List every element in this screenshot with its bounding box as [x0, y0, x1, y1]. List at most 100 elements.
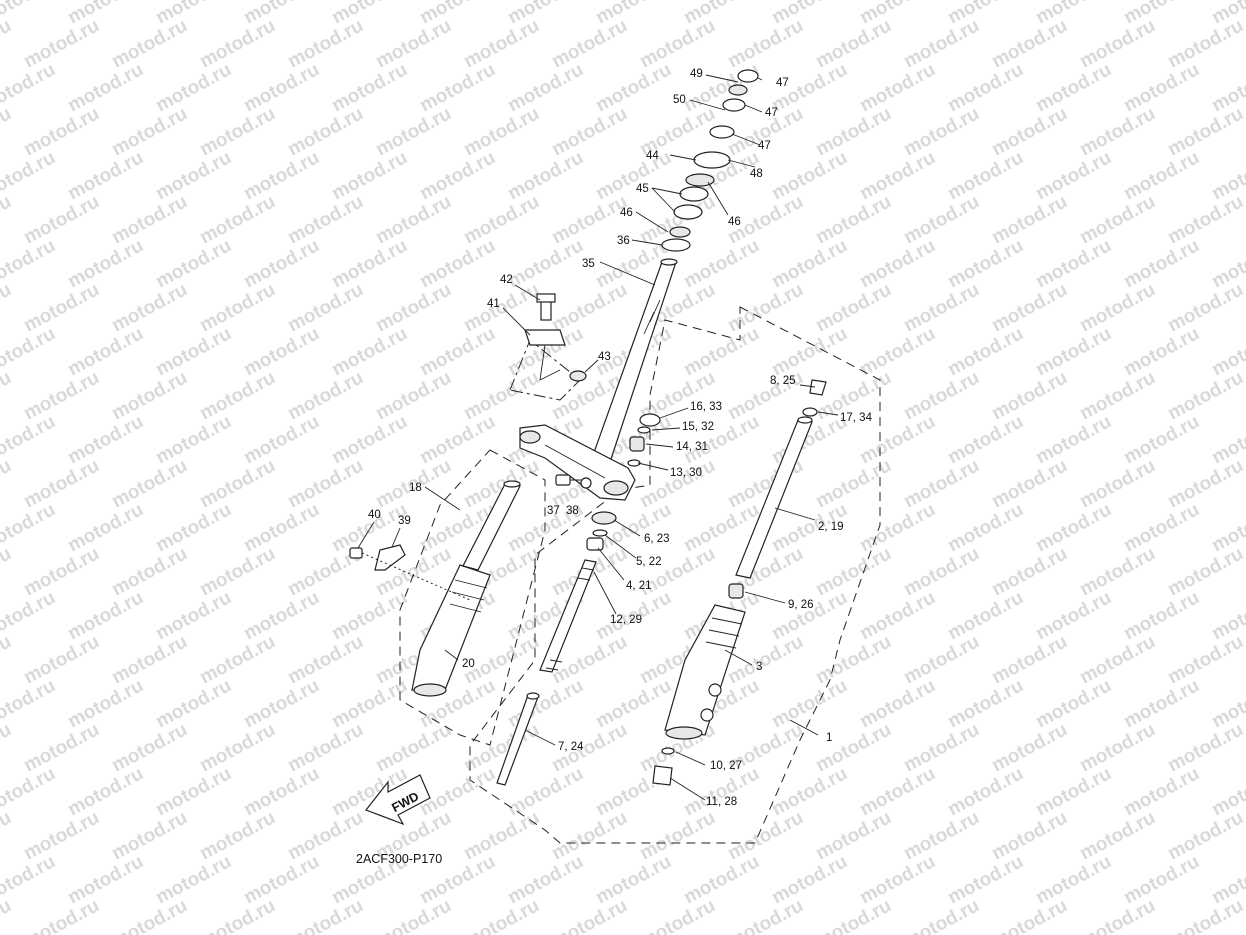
watermark-text: motod.ru	[284, 191, 367, 248]
label-11-28: 11, 28	[706, 796, 737, 808]
label-50: 50	[673, 94, 686, 106]
cap-bolt-8	[809, 379, 827, 396]
label-20: 20	[462, 658, 475, 670]
label-14-31: 14, 31	[676, 441, 708, 453]
watermark-text: motod.ru	[372, 719, 455, 776]
watermark-text: motod.ru	[900, 367, 983, 424]
watermark-text: motod.ru	[196, 103, 279, 160]
watermark-text: motod.ru	[20, 103, 103, 160]
watermark-text: motod.ru	[20, 191, 103, 248]
watermark-text: motod.ru	[152, 587, 235, 644]
watermark-text: motod.ru	[680, 411, 763, 468]
watermark-text: motod.ru	[108, 631, 191, 688]
watermark-text: motod.ru	[416, 147, 499, 204]
label-6-23: 6, 23	[644, 533, 670, 545]
watermark-text: motod.ru	[504, 147, 587, 204]
watermark-text: motod.ru	[636, 15, 719, 72]
watermark-text: motod.ru	[812, 455, 895, 512]
watermark-text: motod.ru	[548, 279, 631, 336]
collar-14	[629, 436, 645, 452]
watermark-text: motod.ru	[1120, 499, 1203, 556]
watermark-text: motod.ru	[1164, 15, 1246, 72]
watermark-text: motod.ru	[812, 279, 895, 336]
watermark-text: motod.ru	[460, 103, 543, 160]
leader-lines	[357, 74, 839, 801]
watermark-text: motod.ru	[1164, 807, 1246, 864]
watermark-text: motod.ru	[1120, 235, 1203, 292]
bolt-11	[652, 765, 673, 786]
watermark-text: motod.ru	[768, 851, 851, 908]
watermark-text: motod.ru	[460, 191, 543, 248]
watermark-text: motod.ru	[108, 543, 191, 600]
watermark-text: motod.ru	[20, 15, 103, 72]
watermark-text: motod.ru	[1164, 543, 1246, 600]
watermark-text: motod.ru	[1032, 851, 1115, 908]
watermark-text: motod.ru	[0, 191, 15, 248]
watermark-text: motod.ru	[284, 279, 367, 336]
watermark-text: motod.ru	[768, 763, 851, 820]
label-39: 39	[398, 515, 411, 527]
watermark-text: motod.ru	[152, 323, 235, 380]
watermark-text: motod.ru	[460, 15, 543, 72]
watermark-text: motod.ru	[284, 367, 367, 424]
watermark-text: motod.ru	[152, 411, 235, 468]
watermark-text: motod.ru	[900, 279, 983, 336]
watermark-text: motod.ru	[196, 455, 279, 512]
label-45: 45	[636, 183, 649, 195]
watermark-text: motod.ru	[64, 763, 147, 820]
watermark-text: motod.ru	[372, 103, 455, 160]
watermark-text: motod.ru	[196, 543, 279, 600]
watermark-text: motod.ru	[240, 675, 323, 732]
watermark-text: motod.ru	[1120, 147, 1203, 204]
watermark-text: motod.ru	[328, 587, 411, 644]
watermark-text: motod.ru	[988, 279, 1071, 336]
outer-tube-3	[664, 604, 746, 740]
watermark-text: motod.ru	[1032, 675, 1115, 732]
watermark-text: motod.ru	[416, 235, 499, 292]
assembly-1-outline	[469, 306, 881, 844]
watermark-text: motod.ru	[1164, 279, 1246, 336]
watermark-text: motod.ru	[416, 763, 499, 820]
label-18: 18	[409, 482, 422, 494]
watermark-text: motod.ru	[20, 719, 103, 776]
watermark-text: motod.ru	[328, 675, 411, 732]
watermark-text: motod.ru	[944, 675, 1027, 732]
watermark-text: motod.ru	[548, 807, 631, 864]
label-40: 40	[368, 509, 381, 521]
label-7-24: 7, 24	[558, 741, 584, 753]
watermark-text: motod.ru	[1164, 895, 1246, 935]
watermark-text: motod.ru	[152, 675, 235, 732]
nut-43	[569, 370, 587, 382]
watermark-text: motod.ru	[1120, 411, 1203, 468]
watermark-text: motod.ru	[1032, 587, 1115, 644]
watermark-text: motod.ru	[20, 543, 103, 600]
ring-5	[592, 529, 608, 537]
watermark-text: motod.ru	[1164, 631, 1246, 688]
watermark-text: motod.ru	[152, 59, 235, 116]
label-12-29: 12, 29	[610, 614, 642, 626]
watermark-text: motod.ru	[1076, 367, 1159, 424]
watermark-text: motod.ru	[108, 895, 191, 935]
watermark-text: motod.ru	[592, 499, 675, 556]
watermark-text: motod.ru	[460, 895, 543, 935]
watermark-text: motod.ru	[724, 631, 807, 688]
watermark-text: motod.ru	[988, 631, 1071, 688]
label-46a: 46	[620, 207, 633, 219]
watermark-text: motod.ru	[240, 59, 323, 116]
watermark-text: motod.ru	[284, 631, 367, 688]
watermark-text: motod.ru	[1076, 279, 1159, 336]
watermark-text: motod.ru	[944, 235, 1027, 292]
watermark-text: motod.ru	[944, 411, 1027, 468]
watermark-text: motod.ru	[0, 103, 15, 160]
watermark-text: motod.ru	[416, 411, 499, 468]
watermark-text: motod.ru	[0, 807, 15, 864]
watermark-text: motod.ru	[944, 499, 1027, 556]
watermark-text: motod.ru	[548, 895, 631, 935]
bearing-stack	[661, 69, 759, 252]
watermark-text: motod.ru	[372, 15, 455, 72]
washer-38	[580, 477, 592, 489]
watermark-text: motod.ru	[416, 323, 499, 380]
watermark-text: motod.ru	[856, 763, 939, 820]
watermark-text: motod.ru	[944, 587, 1027, 644]
watermark-text: motod.ru	[856, 851, 939, 908]
